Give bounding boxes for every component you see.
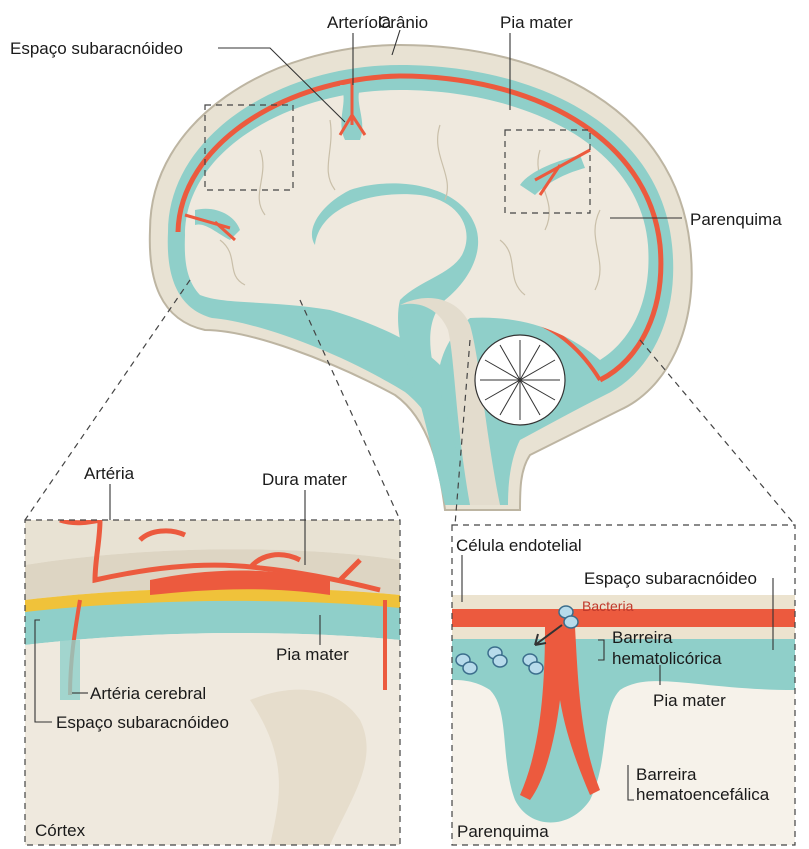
label-pia-top: Pia mater bbox=[500, 13, 573, 32]
label-pia-right: Pia mater bbox=[653, 691, 726, 710]
label-espaco-top: Espaço subaracnóideo bbox=[10, 39, 183, 58]
label-celula: Célula endotelial bbox=[456, 536, 582, 555]
label-parenquima-bottom: Parenquima bbox=[457, 822, 549, 841]
brain-cross-section bbox=[150, 45, 692, 510]
label-cortex: Córtex bbox=[35, 821, 86, 840]
label-cranio: Crânio bbox=[378, 13, 428, 32]
label-pia-left: Pia mater bbox=[276, 645, 349, 664]
label-bacteria: Bacteria bbox=[582, 598, 634, 614]
cerebellum bbox=[475, 335, 565, 425]
label-arteria-cerebral: Artéria cerebral bbox=[90, 684, 206, 703]
label-barreira2-a: Barreira bbox=[636, 765, 697, 784]
label-espaco-left: Espaço subaracnóideo bbox=[56, 713, 229, 732]
label-arteria: Artéria bbox=[84, 464, 135, 483]
label-dura: Dura mater bbox=[262, 470, 347, 489]
label-parenquima-right: Parenquima bbox=[690, 210, 782, 229]
label-barreira1-b: hematolicórica bbox=[612, 649, 722, 668]
label-barreira2-b: hematoencefálica bbox=[636, 785, 770, 804]
left-inset bbox=[25, 520, 400, 845]
label-barreira1-a: Barreira bbox=[612, 628, 673, 647]
label-espaco-right: Espaço subaracnóideo bbox=[584, 569, 757, 588]
